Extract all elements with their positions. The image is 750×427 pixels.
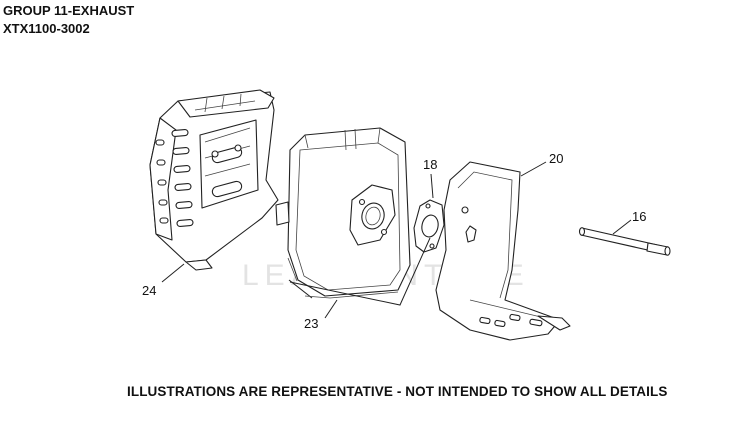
callout-16: 16	[632, 209, 646, 224]
muffler-guard-part[interactable]	[149, 89, 279, 271]
muffler-part[interactable]	[275, 127, 411, 299]
model-number: XTX1100-3002	[3, 21, 90, 36]
disclaimer-note: ILLUSTRATIONS ARE REPRESENTATIVE - NOT I…	[127, 384, 668, 399]
group-title: GROUP 11-EXHAUST	[3, 3, 135, 18]
callout-20: 20	[549, 151, 563, 166]
callout-18-leader	[430, 173, 434, 199]
callout-23: 23	[304, 316, 318, 331]
callout-16-leader	[612, 219, 632, 235]
callout-20-leader	[520, 161, 547, 177]
callout-23-bracket	[289, 237, 431, 306]
gasket-part[interactable]	[413, 199, 445, 253]
callout-23-leader	[324, 299, 338, 319]
callout-24-leader	[161, 263, 185, 283]
callout-24: 24	[142, 283, 156, 298]
heat-shield-part[interactable]	[435, 161, 571, 341]
tailpipe-part[interactable]	[578, 227, 671, 256]
callout-18: 18	[423, 157, 437, 172]
